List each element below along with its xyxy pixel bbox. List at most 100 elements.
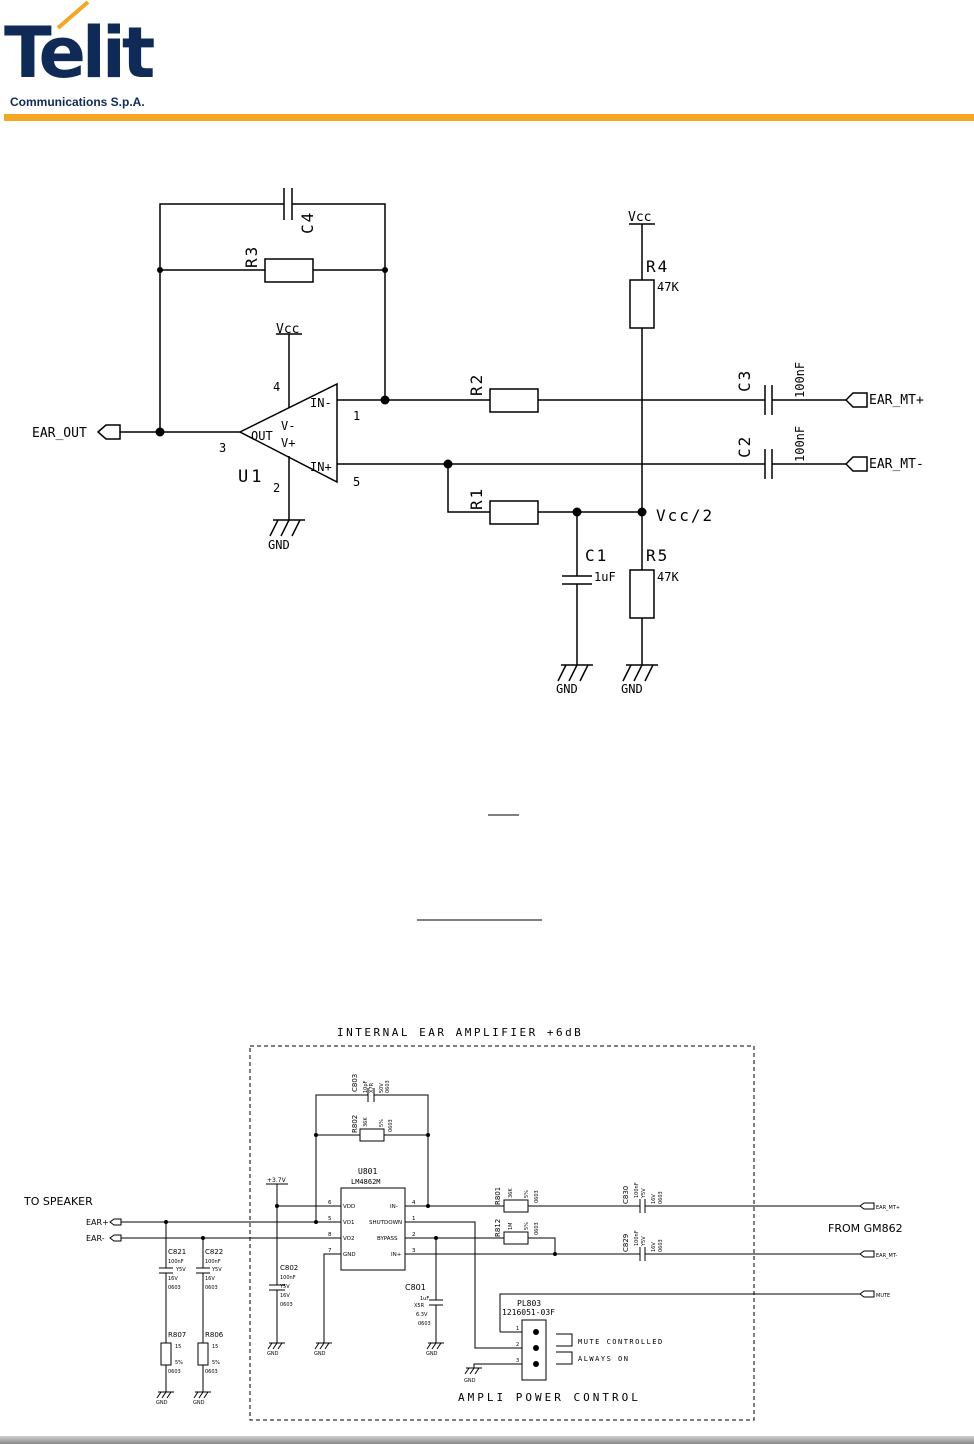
c4-label: C4 (298, 211, 317, 234)
svg-text:100nF: 100nF (634, 1182, 640, 1198)
c3-label: C3 (735, 369, 754, 392)
c803-label: C803 (351, 1074, 359, 1092)
svg-text:0603: 0603 (418, 1321, 431, 1327)
amplifier-title: INTERNAL EAR AMPLIFIER +6dB (337, 1026, 583, 1039)
svg-text:2: 2 (516, 1342, 519, 1348)
r4-value: 47K (657, 280, 679, 294)
pin-vo2: VO2 (343, 1236, 355, 1242)
ear-plus-label: EAR+ (86, 1218, 109, 1227)
c2-label: C2 (735, 435, 754, 458)
r5-resistor (629, 569, 655, 619)
r806-label: R806 (205, 1331, 224, 1339)
svg-text:3: 3 (412, 1248, 416, 1254)
schematic-internal-amplifier: INTERNAL EAR AMPLIFIER +6dB U801 LM4862M… (23, 1026, 903, 1421)
svg-text:36K: 36K (508, 1188, 514, 1198)
ampli-power-label: AMPLI POWER CONTROL (458, 1391, 641, 1404)
r807-label: R807 (168, 1331, 186, 1339)
svg-text:15: 15 (175, 1344, 181, 1350)
r5-value: 47K (657, 570, 679, 584)
pin3-label: 3 (219, 441, 226, 455)
svg-text:100nF: 100nF (634, 1230, 640, 1246)
schematic-ear-amplifier: EAR_OUT EAR_MT+ EAR_MT- Vcc Vcc Vcc/2 GN… (32, 188, 924, 696)
svg-text:0603: 0603 (205, 1285, 218, 1291)
svg-text:5%: 5% (524, 1190, 530, 1198)
svg-text:6: 6 (328, 1200, 332, 1206)
svg-text:16V: 16V (651, 1194, 657, 1204)
svg-text:16V: 16V (168, 1276, 178, 1282)
c802-label: C802 (280, 1264, 298, 1272)
ear-mt-plus-label: EAR_MT+ (869, 393, 924, 408)
ear-minus-label: EAR- (86, 1234, 105, 1243)
pl803-connector (521, 1319, 547, 1381)
pin5-label: 5 (353, 475, 360, 489)
ear-mt-minus-2-label: EAR_MT- (876, 1253, 897, 1259)
svg-text:GND: GND (193, 1400, 205, 1406)
u801-label: U801 (358, 1167, 377, 1176)
svg-text:100nF: 100nF (205, 1259, 221, 1265)
pin-in-minus: IN- (390, 1204, 398, 1210)
svg-text:0603: 0603 (385, 1080, 391, 1093)
svg-text:Y5V: Y5V (641, 1188, 647, 1199)
pin-vdd: VDD (343, 1204, 355, 1210)
from-gm862-label: FROM GM862 (828, 1222, 903, 1235)
svg-text:Y5V: Y5V (641, 1236, 647, 1247)
svg-text:0603: 0603 (168, 1285, 181, 1291)
out-pin-label: OUT (251, 429, 273, 443)
svg-text:16V: 16V (205, 1276, 215, 1282)
svg-text:7: 7 (328, 1248, 332, 1254)
svg-text:15: 15 (212, 1344, 218, 1350)
svg-text:1: 1 (516, 1326, 519, 1332)
to-speaker-label: TO SPEAKER (23, 1195, 93, 1208)
c1-label: C1 (585, 546, 608, 565)
v-plus-label: V+ (281, 436, 295, 450)
svg-text:0603: 0603 (534, 1222, 540, 1235)
pin-shutdown: SHUTDOWN (369, 1220, 402, 1226)
ear-out-label: EAR_OUT (32, 426, 87, 441)
svg-text:3: 3 (516, 1358, 519, 1364)
r4-label: R4 (646, 257, 669, 276)
r5-label: R5 (646, 546, 669, 565)
r3-resistor (264, 258, 314, 283)
r2-resistor (489, 388, 539, 413)
svg-text:16V: 16V (280, 1293, 290, 1299)
pin-gnd: GND (343, 1252, 356, 1258)
ear-mt-minus-label: EAR_MT- (869, 457, 924, 472)
r1-label: R1 (467, 487, 486, 510)
svg-text:16V: 16V (651, 1242, 657, 1252)
svg-text:6.3V: 6.3V (416, 1312, 428, 1318)
gnd-r5-label: GND (621, 682, 643, 696)
vcc-top-label: Vcc (628, 210, 651, 225)
r802-label: R802 (351, 1115, 359, 1133)
v-minus-label: V- (281, 419, 295, 433)
svg-text:100nF: 100nF (168, 1259, 184, 1265)
svg-text:5%: 5% (175, 1360, 183, 1366)
svg-text:36K: 36K (363, 1117, 369, 1127)
pin2-label: 2 (273, 481, 280, 495)
vcc-u1-label: Vcc (276, 322, 299, 337)
mute-label: MUTE (876, 1293, 890, 1299)
pl803-part: 1216051-03F (502, 1308, 555, 1317)
c2-value: 100nF (793, 426, 807, 462)
svg-text:GND: GND (156, 1400, 168, 1406)
svg-text:50V: 50V (379, 1083, 385, 1093)
c1-value: 1uF (594, 570, 616, 584)
r801-label: R801 (494, 1187, 502, 1205)
pin-vo1: VO1 (343, 1220, 355, 1226)
always-on-label: ALWAYS ON (578, 1355, 629, 1363)
u1-label: U1 (238, 467, 264, 487)
svg-text:0603: 0603 (534, 1190, 540, 1203)
svg-text:2: 2 (412, 1232, 416, 1238)
logo-subtitle: Communications S.p.A. (10, 95, 145, 109)
svg-text:5: 5 (328, 1216, 332, 1222)
r3-label: R3 (242, 245, 261, 268)
u801-part: LM4862M (351, 1178, 381, 1186)
ear-mt-plus-2-label: EAR_MT+ (876, 1205, 900, 1211)
c830-label: C830 (622, 1186, 630, 1204)
svg-text:100nF: 100nF (280, 1275, 296, 1281)
in-minus-label: IN- (310, 396, 332, 410)
svg-text:Y5V: Y5V (211, 1267, 222, 1273)
gnd-c1-label: GND (556, 682, 578, 696)
telit-logo: Telit (4, 12, 155, 94)
rail-label: +3.7V (267, 1177, 287, 1184)
